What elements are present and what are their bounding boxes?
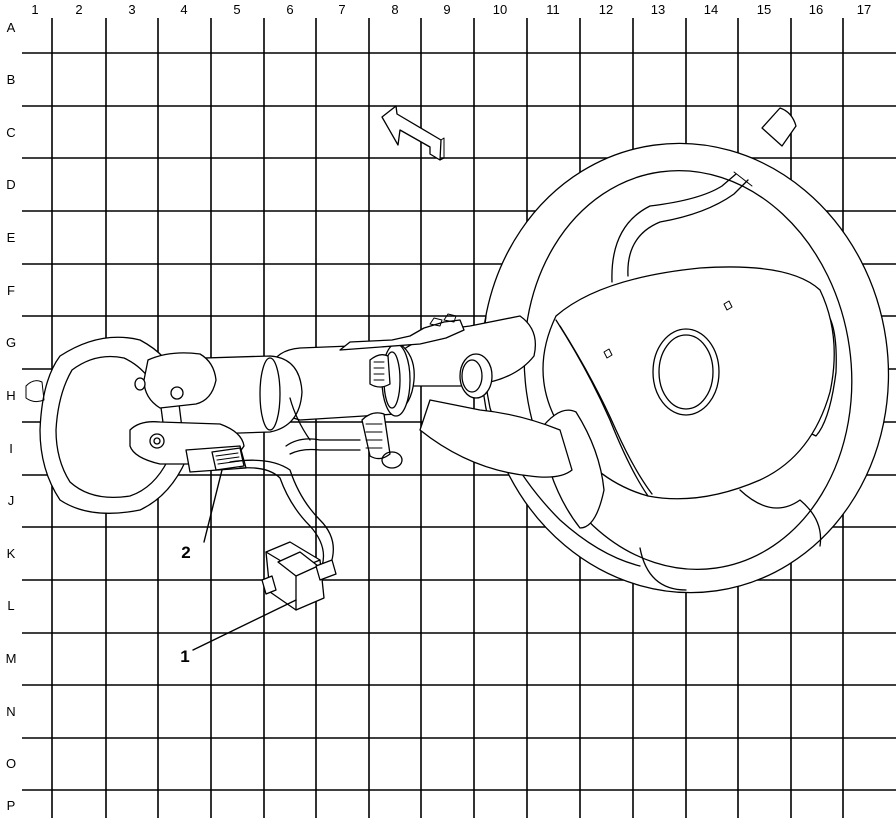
callout-label-1: 1: [180, 647, 189, 666]
grid-col-label: 8: [391, 2, 398, 17]
grid-col-label: 15: [757, 2, 771, 17]
grid-row-label: G: [6, 335, 16, 350]
grid-row-label: F: [7, 283, 15, 298]
grid-row-label: K: [7, 546, 16, 561]
grid-col-label: 4: [180, 2, 187, 17]
grid-row-label: B: [7, 72, 16, 87]
ignition-switch: [261, 541, 337, 611]
grid-col-label: 14: [704, 2, 718, 17]
grid-row-label: N: [6, 704, 15, 719]
grid-col-label: 9: [443, 2, 450, 17]
grid-column-labels: 1 2 3 4 5 6 7 8 9 10 11 12 13 14 15 16 1…: [31, 2, 871, 17]
grid-col-label: 12: [599, 2, 613, 17]
wiring-harness: [229, 397, 361, 567]
grid-row-label: E: [7, 230, 16, 245]
grid-row-label: C: [6, 125, 15, 140]
ignition-switch-connector: [211, 447, 245, 471]
wheel-inner-rim: [523, 170, 853, 570]
wheel-top-tab: [761, 107, 797, 147]
grid-col-label: 1: [31, 2, 38, 17]
grid-col-label: 2: [75, 2, 82, 17]
grid-row-labels: A B C D E F G H I J K L M N O P: [6, 20, 17, 813]
grid-row-label: O: [6, 756, 16, 771]
grid-row-label: J: [8, 493, 15, 508]
grid-col-label: 6: [286, 2, 293, 17]
grid-row-label: M: [6, 651, 17, 666]
direction-arrow-icon: [381, 105, 445, 161]
callout-leaders: [192, 469, 297, 651]
grid-col-label: 16: [809, 2, 823, 17]
grid-col-label: 3: [128, 2, 135, 17]
grid-col-label: 5: [233, 2, 240, 17]
horn-emblem-inner: [658, 334, 714, 410]
grid-col-label: 10: [493, 2, 507, 17]
grid-row-label: I: [9, 441, 13, 456]
callout-label-2: 2: [181, 543, 190, 562]
grid-row-label: L: [7, 598, 14, 613]
grid-row-label: P: [7, 798, 16, 813]
steering-column: [25, 313, 573, 514]
grid-col-label: 17: [857, 2, 871, 17]
grid-col-label: 13: [651, 2, 665, 17]
grid-col-label: 11: [546, 2, 560, 17]
grid-col-label: 7: [338, 2, 345, 17]
grid-row-label: A: [7, 20, 16, 35]
grid-row-label: H: [6, 388, 15, 403]
grid-row-label: D: [6, 177, 15, 192]
